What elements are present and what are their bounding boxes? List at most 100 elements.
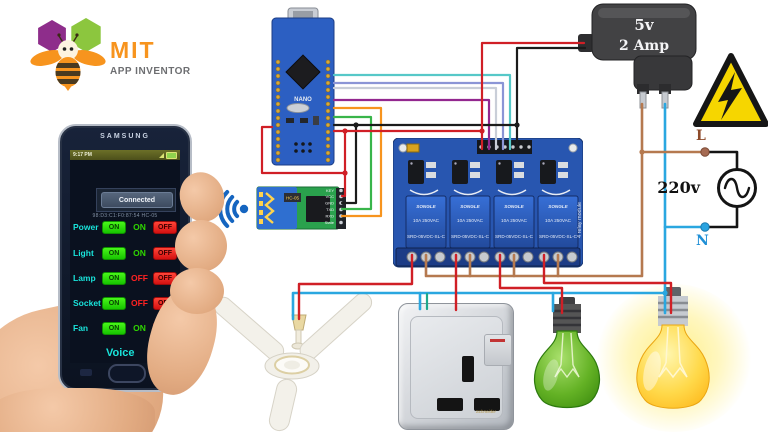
status-time: 9:17 PM xyxy=(73,152,92,158)
high-voltage-sign xyxy=(693,53,768,127)
state-text: OFF xyxy=(131,273,148,283)
green-bulb xyxy=(533,297,601,409)
nano-label: NANO xyxy=(294,97,312,103)
antenna-trace xyxy=(259,192,275,224)
row-label: Socket xyxy=(73,298,101,308)
ceiling-fan xyxy=(213,292,373,432)
state-text: ON xyxy=(133,222,146,232)
relay-module-label: 4 relay module xyxy=(577,202,583,238)
smartphone: SAMSUNG 9:17 PM Connected 98:D3:C1:F0:87… xyxy=(58,124,192,392)
fan-canopy xyxy=(291,314,307,331)
svg-text:10A 250VAC: 10A 250VAC xyxy=(545,218,572,223)
jdvcc-jumper xyxy=(406,143,420,153)
ac-source-symbol xyxy=(702,150,757,229)
control-row-light: Light ON ON OFF xyxy=(73,246,177,260)
state-text: ON xyxy=(133,323,146,333)
mit-app-inventor-logo: MIT APP INVENTOR xyxy=(30,18,191,91)
svg-text:10A 250VAC: 10A 250VAC xyxy=(457,218,484,223)
hc05-label: HC-05 xyxy=(286,196,300,201)
svg-text:SRD-05VDC-SL-C: SRD-05VDC-SL-C xyxy=(539,234,578,239)
neutral-terminal xyxy=(700,222,710,232)
live-label: L xyxy=(696,128,706,144)
adapter-rating: 5v 2 Amp xyxy=(619,16,669,54)
signal-icon xyxy=(159,152,164,158)
svg-text:5v: 5v xyxy=(634,16,654,34)
on-button[interactable]: ON xyxy=(102,220,126,234)
filament xyxy=(658,326,688,379)
earth-slot xyxy=(462,356,474,382)
control-row-lamp: Lamp ON OFF OFF xyxy=(73,271,177,285)
socket-brand: Schneider xyxy=(475,409,496,414)
bee-icon xyxy=(30,33,106,91)
recent-apps-key[interactable] xyxy=(80,369,92,376)
on-button[interactable]: ON xyxy=(102,296,126,310)
connect-button[interactable]: Connected xyxy=(101,192,173,208)
phone-brand: SAMSUNG xyxy=(100,133,150,140)
switch-indicator xyxy=(490,339,505,342)
svg-text:SONGLE: SONGLE xyxy=(460,204,480,209)
live-slot xyxy=(437,398,463,411)
glass-envelope xyxy=(636,324,710,409)
row-label: Light xyxy=(73,248,94,258)
on-button[interactable]: ON xyxy=(102,321,126,335)
plug-prong-right xyxy=(661,91,669,109)
on-button[interactable]: ON xyxy=(102,246,126,260)
svg-text:RXD: RXD xyxy=(326,214,335,219)
hand-wrist xyxy=(0,388,155,432)
connection-panel: Connected xyxy=(96,188,176,212)
mains-voltage: 220v xyxy=(657,178,700,197)
socket-faceplate: Schneider xyxy=(410,316,512,419)
state-text: ON xyxy=(133,248,146,258)
voice-label: Voice xyxy=(106,347,135,359)
neutral-slot xyxy=(474,398,500,411)
relay-module: SONGLE 10A 250VAC SRD-05VDC-SL-C SONGLE … xyxy=(393,138,583,268)
svg-text:2 Amp: 2 Amp xyxy=(619,38,669,54)
row-label: Fan xyxy=(73,323,89,333)
hc05-chip xyxy=(306,196,330,222)
svg-text:10A 250VAC: 10A 250VAC xyxy=(413,218,440,223)
svg-text:State: State xyxy=(325,220,335,225)
svg-text:TXD: TXD xyxy=(326,207,334,212)
svg-text:10A 250VAC: 10A 250VAC xyxy=(501,218,528,223)
off-button[interactable]: OFF xyxy=(153,220,177,234)
power-adapter: 5v 2 Amp xyxy=(578,3,697,109)
glass-envelope xyxy=(533,330,601,409)
svg-text:SONGLE: SONGLE xyxy=(504,204,524,209)
arduino-nano: NANO xyxy=(271,7,335,166)
crystal-oscillator xyxy=(286,103,310,113)
hand-fingertip-3 xyxy=(170,268,224,314)
svg-text:SONGLE: SONGLE xyxy=(548,204,568,209)
off-button[interactable]: OFF xyxy=(153,246,177,260)
logo-title: MIT xyxy=(110,37,156,63)
svg-text:SRD-05VDC-SL-C: SRD-05VDC-SL-C xyxy=(451,234,490,239)
svg-text:SRD-05VDC-SL-C: SRD-05VDC-SL-C xyxy=(495,234,534,239)
control-row-power: Power ON ON OFF xyxy=(73,220,177,234)
battery-icon xyxy=(166,151,177,159)
state-text: OFF xyxy=(131,298,148,308)
svg-text:KEY: KEY xyxy=(326,188,334,193)
filament xyxy=(554,332,580,379)
home-button[interactable] xyxy=(108,364,146,383)
status-icons xyxy=(159,151,177,159)
row-label: Lamp xyxy=(73,273,96,283)
status-bar: 9:17 PM xyxy=(70,150,180,160)
logo-hexagons xyxy=(38,18,101,52)
svg-text:VCC: VCC xyxy=(326,194,335,199)
plug-prong-left xyxy=(639,91,647,109)
hc05-module: HC-05 KEY VCC GND TXD RXD State xyxy=(256,186,346,230)
svg-text:SONGLE: SONGLE xyxy=(416,204,436,209)
live-terminal xyxy=(700,147,710,157)
svg-text:SRD-05VDC-SL-C: SRD-05VDC-SL-C xyxy=(407,234,446,239)
atmega-chip xyxy=(285,54,321,90)
socket-switch[interactable] xyxy=(484,334,512,366)
logo-subtitle: APP INVENTOR xyxy=(110,66,191,77)
fan-motor xyxy=(264,352,320,380)
wall-socket: Schneider xyxy=(398,303,514,430)
yellow-bulb xyxy=(636,287,710,409)
hc05-label-plate xyxy=(284,193,301,202)
on-button[interactable]: ON xyxy=(102,271,126,285)
neutral-label: N xyxy=(696,233,709,249)
bluetooth-device-id: 98:D3:C1:F0:87:54 HC-05 xyxy=(92,213,158,219)
lightning-bolt-icon xyxy=(718,72,742,120)
